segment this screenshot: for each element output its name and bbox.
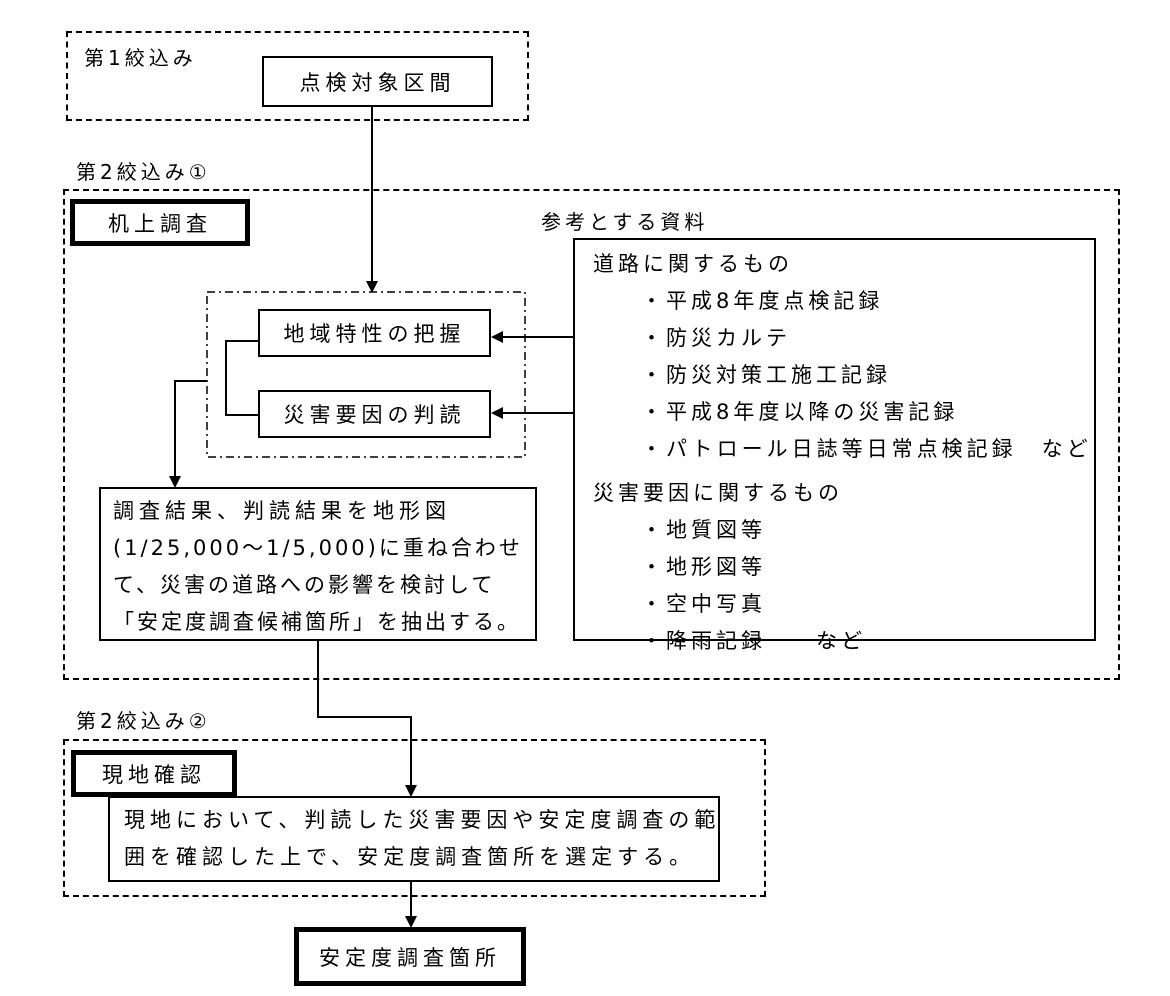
- hazard-item: ・地形図等: [641, 555, 766, 579]
- stage2a-label: 第2絞込み①: [76, 160, 211, 184]
- reference-materials-heading: 参考とする資料: [541, 210, 709, 234]
- start-node-inspection-section: 点検対象区間: [262, 56, 493, 107]
- result-line: 調査結果、判読結果を地形図: [113, 499, 451, 523]
- stage2b-frame: [63, 739, 766, 897]
- stage2b-label: 第2絞込み②: [76, 709, 211, 733]
- road-item: ・防災カルテ: [641, 326, 791, 350]
- arrow-tasks-to-result: [169, 380, 207, 488]
- end-node-stability-survey-locations: 安定度調査箇所: [294, 927, 526, 986]
- task-regional-characteristics: 地域特性の把握: [258, 309, 491, 357]
- hazard-heading: 災害要因に関するもの: [593, 481, 843, 505]
- site-line: 囲を確認した上で、安定度調査箇所を選定する。: [124, 845, 696, 869]
- site-confirmation-title: 現地確認: [71, 750, 237, 797]
- stage1-label: 第1絞込み: [84, 46, 197, 70]
- reference-materials-box: 道路に関するもの ・平成8年度点検記録 ・防災カルテ ・防災対策工施工記録 ・平…: [573, 238, 1096, 653]
- road-item: ・防災対策工施工記録: [641, 363, 891, 387]
- task-hazard-interpretation: 災害要因の判読: [258, 390, 491, 438]
- road-item: ・平成8年度以降の災害記録: [641, 400, 959, 424]
- task-bracket: [225, 340, 258, 416]
- site-confirmation-box: 現地において、判読した災害要因や安定度調査の範 囲を確認した上で、安定度調査箇所…: [108, 796, 720, 882]
- result-box: 調査結果、判読結果を地形図 (1/25,000～1/5,000)に重ね合わせ て…: [99, 487, 537, 641]
- road-item: ・パトロール日誌等日常点検記録 など: [641, 437, 1092, 461]
- road-item: ・平成8年度点検記録: [641, 289, 884, 313]
- site-line: 現地において、判読した災害要因や安定度調査の範: [124, 808, 721, 832]
- hazard-item: ・空中写真: [641, 592, 766, 616]
- arrow-result-to-site: [317, 641, 417, 797]
- stage1-frame: [66, 31, 529, 121]
- road-heading: 道路に関するもの: [593, 252, 793, 276]
- desk-survey-title: 机上調査: [70, 199, 250, 246]
- result-line: 「安定度調査候補箇所」を抽出する。: [113, 610, 521, 634]
- hazard-item: ・降雨記録 など: [641, 629, 866, 653]
- hazard-item: ・地質図等: [641, 518, 766, 542]
- stage2a-frame: [63, 189, 1120, 680]
- task-group-frame: [206, 291, 526, 458]
- result-line: て、災害の道路への影響を検討して: [113, 573, 496, 597]
- result-line: (1/25,000～1/5,000)に重ね合わせ: [113, 536, 523, 560]
